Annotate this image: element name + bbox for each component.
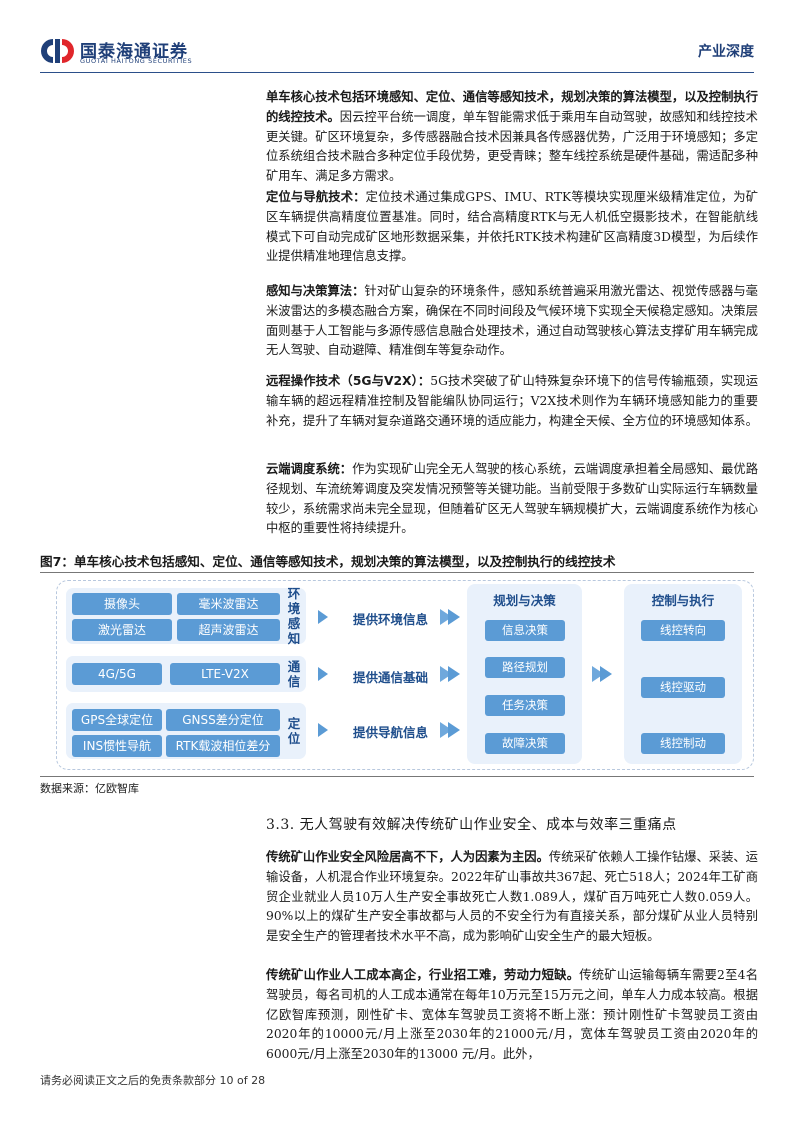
arrow-label-navigation: 提供导航信息 [353, 725, 429, 740]
paragraph-cloud-dispatch: 云端调度系统：作为实现矿山完全无人驾驶的核心系统，云端调度承担着全局感知、最优路… [266, 462, 758, 536]
paragraph-safety: 传统矿山作业安全风险居高不下，人为因素为主因。传统采矿依赖人工操作钻爆、采装、运… [266, 850, 758, 944]
decision-fault: 故障决策 [485, 733, 565, 754]
sensor-chip-lidar: 激光雷达 [72, 619, 172, 641]
control-drive: 线控驱动 [641, 677, 725, 698]
section-title: 3.3. 无人驾驶有效解决传统矿山作业安全、成本与效率三重痛点 [266, 817, 677, 833]
sensor-chip-ultrasonic-radar: 超声波雷达 [177, 619, 280, 641]
arrow-label-communication: 提供通信基础 [353, 670, 429, 685]
arrow-right-icon [440, 609, 460, 625]
decision-info: 信息决策 [485, 620, 565, 641]
paragraph-labor-cost: 传统矿山作业人工成本高企，行业招工难，劳动力短缺。传统矿山运输每辆车需要2至4名… [266, 968, 758, 1062]
figure-top-rule [40, 572, 754, 573]
brand-name-english: GUOTAI HAITONG SECURITIES [80, 57, 193, 65]
arrow-tip-icon [318, 723, 328, 737]
decision-task: 任务决策 [485, 695, 565, 716]
sensor-chip-camera: 摄像头 [72, 593, 172, 615]
figure-frame [56, 580, 754, 770]
pos-chip-gnss: GNSS差分定位 [166, 709, 280, 731]
control-brake: 线控制动 [641, 733, 725, 754]
row-label-perception: 环境感知 [287, 586, 301, 646]
report-type: 产业深度 [698, 44, 754, 60]
figure-bottom-rule [40, 776, 754, 777]
header-divider [40, 72, 754, 73]
paragraph-positioning: 定位与导航技术：定位技术通过集成GPS、IMU、RTK等模块实现厘米级精准定位，… [266, 190, 758, 264]
paragraph-remote-operation: 远程操作技术（5G与V2X）：5G技术突破了矿山特殊复杂环境下的信号传输瓶颈，实… [266, 374, 758, 428]
comm-chip-ltev2x: LTE-V2X [170, 663, 280, 685]
paragraph-perception: 感知与决策算法：针对矿山复杂的环境条件，感知系统普遍采用激光雷达、视觉传感器与毫… [266, 284, 758, 358]
row-label-positioning: 定位 [287, 716, 301, 746]
page-footer: 请务必阅读正文之后的免责条款部分 10 of 28 [40, 1074, 266, 1087]
comm-chip-4g5g: 4G/5G [72, 663, 162, 685]
figure-caption: 图7：单车核心技术包括感知、定位、通信等感知技术，规划决策的算法模型，以及控制执… [40, 554, 616, 569]
pos-chip-gps: GPS全球定位 [72, 709, 162, 731]
arrow-right-icon [592, 666, 612, 682]
company-logo-icon [41, 39, 74, 63]
row-label-communication: 通信 [287, 659, 301, 689]
pos-chip-ins: INS惯性导航 [72, 735, 162, 757]
arrow-tip-icon [318, 610, 328, 624]
arrow-right-icon [440, 666, 460, 682]
decision-path-planning: 路径规划 [485, 657, 565, 678]
pos-chip-rtk: RTK载波相位差分 [166, 735, 280, 757]
arrow-right-icon [440, 722, 460, 738]
planning-title: 规划与决策 [493, 593, 556, 608]
paragraph-core-tech: 单车核心技术包括环境感知、定位、通信等感知技术，规划决策的算法模型，以及控制执行… [266, 90, 758, 184]
arrow-label-environment: 提供环境信息 [353, 612, 429, 627]
control-title: 控制与执行 [651, 593, 715, 608]
figure-source: 数据来源：亿欧智库 [40, 782, 139, 795]
brand-name: 国泰海通证券 [80, 42, 188, 62]
sensor-chip-mmwave-radar: 毫米波雷达 [177, 593, 280, 615]
control-steering: 线控转向 [641, 620, 725, 641]
arrow-tip-icon [318, 667, 328, 681]
